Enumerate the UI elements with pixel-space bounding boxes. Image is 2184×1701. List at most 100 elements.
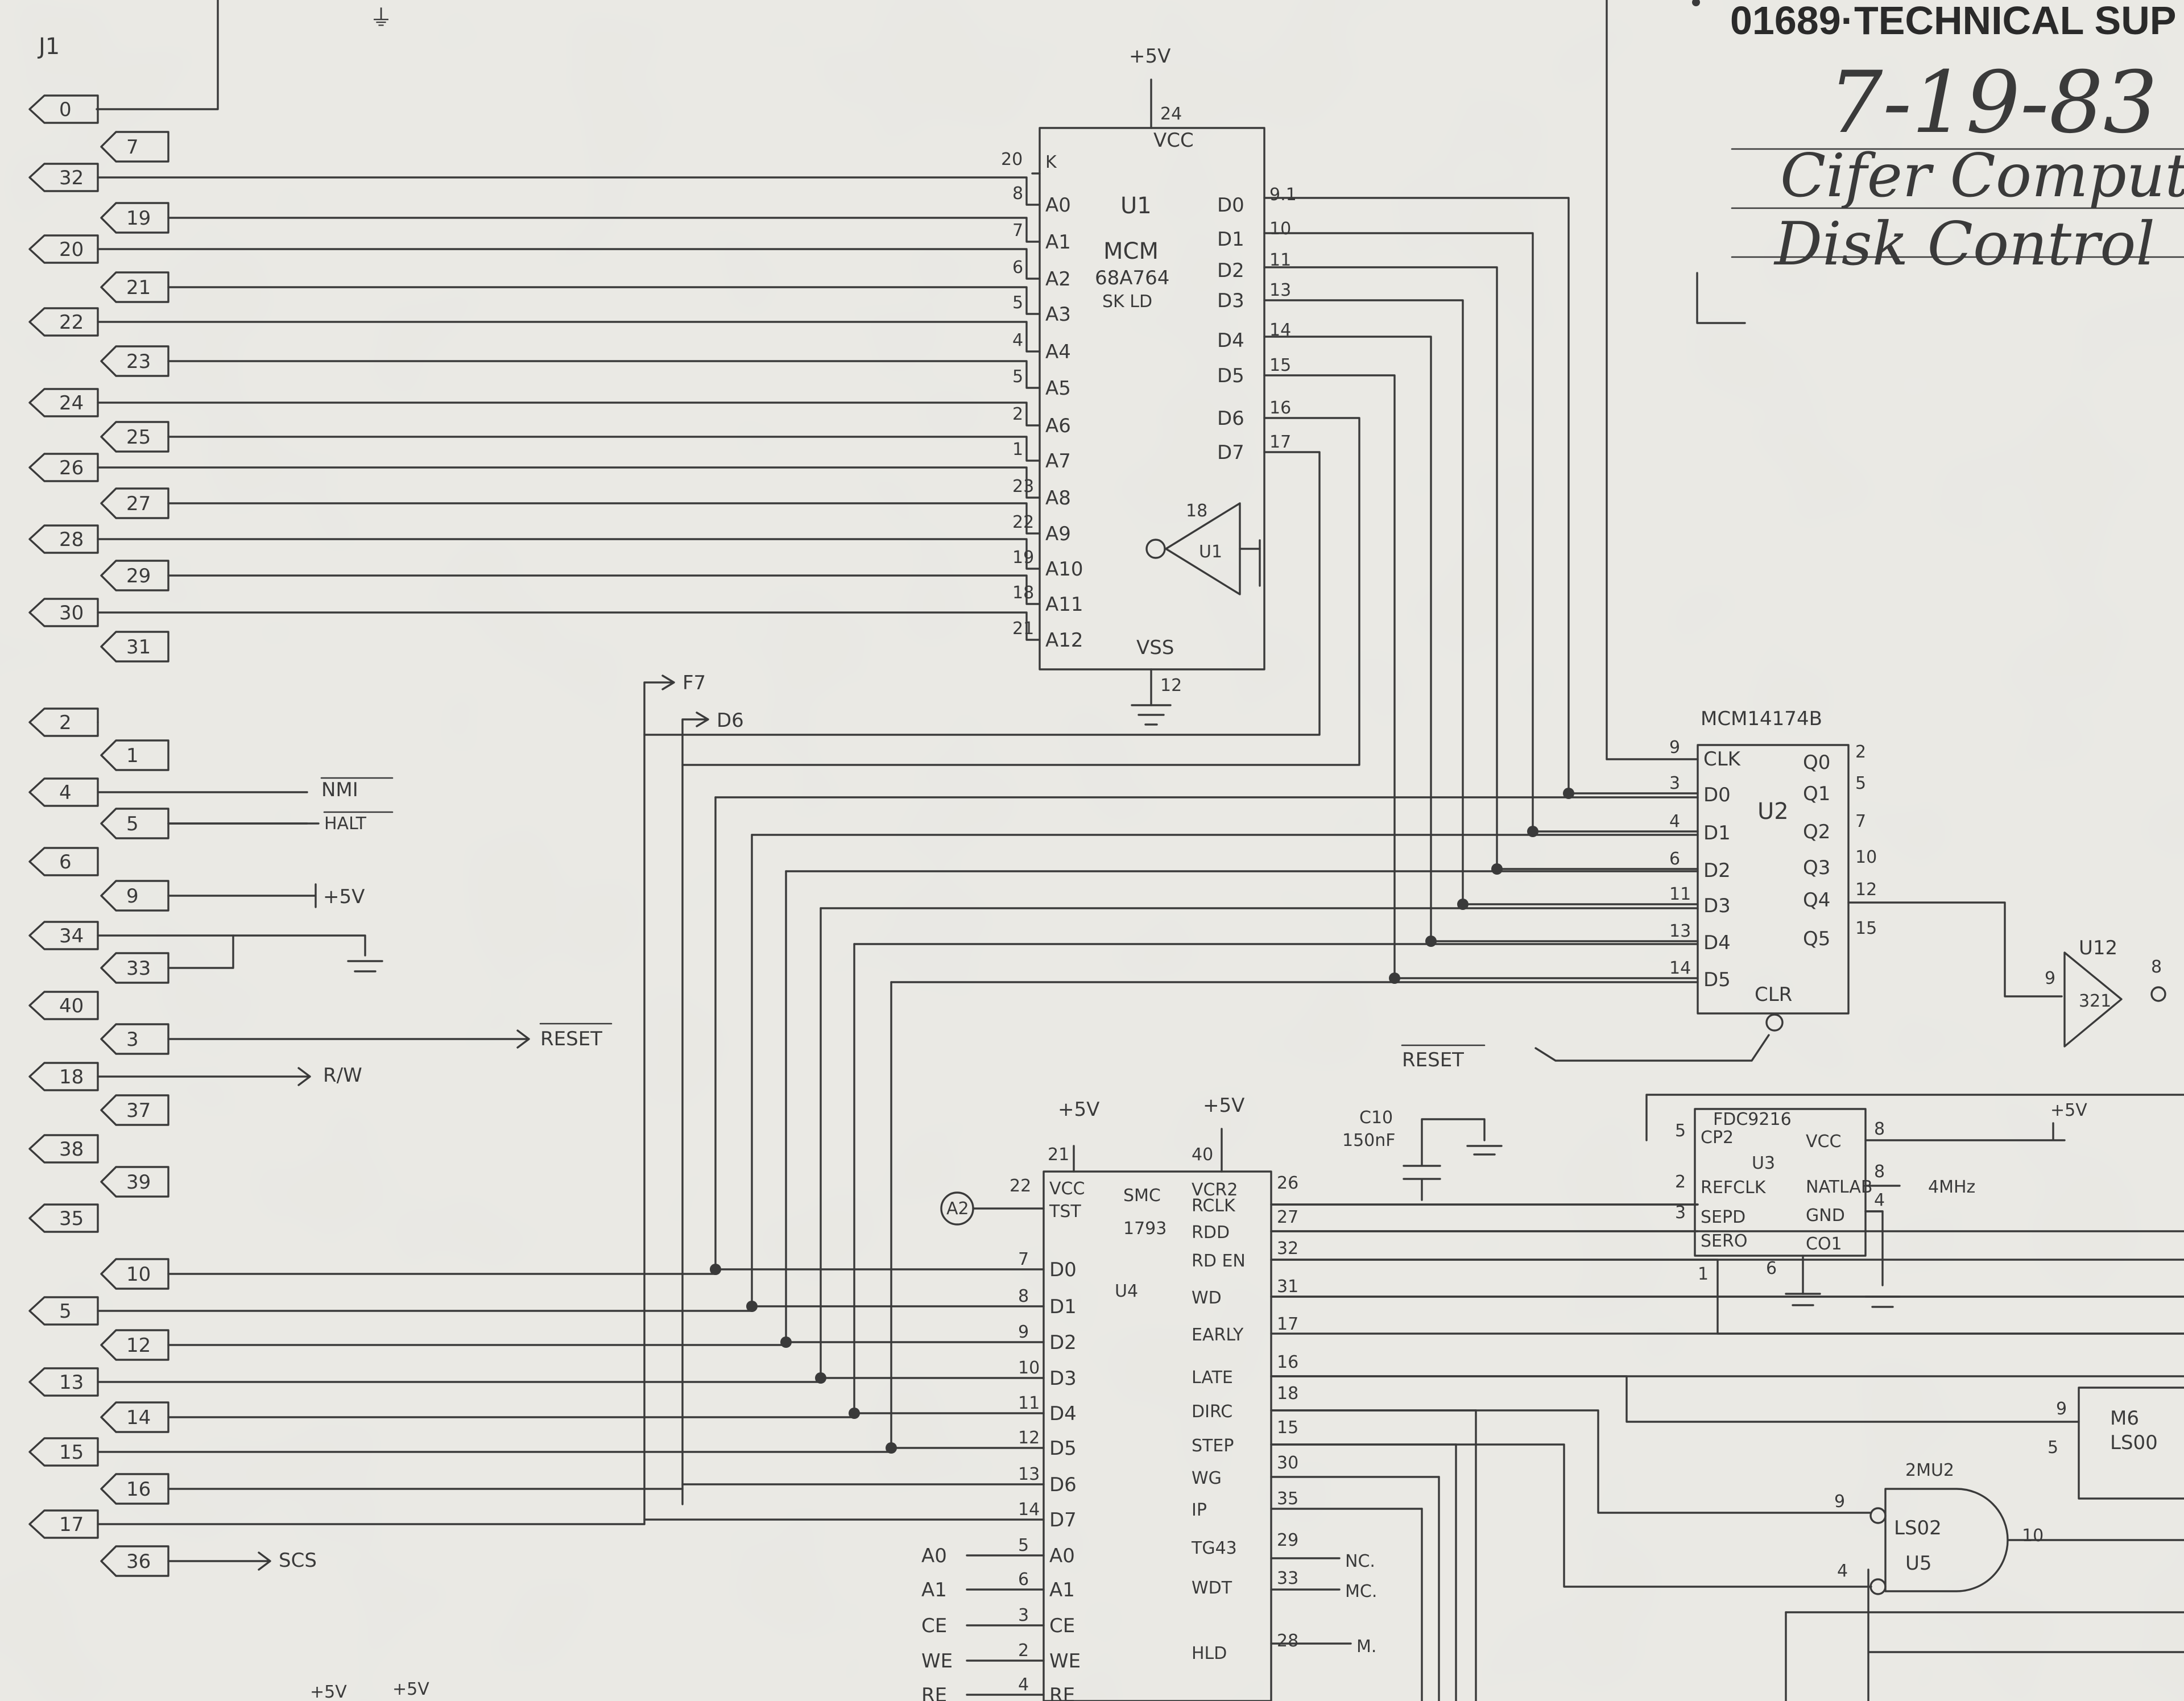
u2-right-pin-name: Q3 bbox=[1803, 856, 1830, 879]
u2-left-pin-name: CLK bbox=[1703, 748, 1742, 771]
connector-pin-left bbox=[28, 1203, 99, 1233]
connector-pin-right bbox=[100, 1094, 169, 1126]
chip-u4: +5V +5V 21 22 40 VCC TST SMC 1793 U4 A2 … bbox=[643, 1094, 1377, 1701]
u4-left-pin-name: D4 bbox=[1049, 1402, 1077, 1425]
u3-left-pin-name: REFCLK bbox=[1701, 1178, 1767, 1198]
u1-left-pin-num: 18 bbox=[1012, 583, 1034, 603]
u1-left-pin-name: A11 bbox=[1045, 593, 1083, 616]
connector-pin-left bbox=[28, 453, 99, 482]
u1-address-wire bbox=[167, 360, 1041, 389]
u1-address-wire bbox=[97, 176, 1041, 206]
u6-ref: M6 bbox=[2110, 1407, 2139, 1430]
u1-address-wire bbox=[167, 436, 1041, 462]
u1-right-pin-name: D0 bbox=[1217, 194, 1244, 217]
u1-right-pin-name: D6 bbox=[1217, 407, 1244, 430]
connector-pin-left bbox=[28, 1134, 99, 1164]
u4-left-pin-num: 14 bbox=[1018, 1500, 1040, 1520]
u12-in-pin: 9 bbox=[2045, 969, 2055, 988]
connector-pin-left-label: 2 bbox=[59, 711, 72, 734]
u4-left-pin-num: 10 bbox=[1018, 1358, 1040, 1378]
connector-pin-right bbox=[100, 1473, 169, 1505]
u5-part: LS02 bbox=[1894, 1517, 1942, 1539]
u2-right-pin-name: Q4 bbox=[1803, 889, 1830, 912]
connector-pin-left-label: 38 bbox=[59, 1138, 84, 1161]
junction-dots bbox=[710, 788, 1574, 1454]
reset-label-u2: RESET bbox=[1402, 1049, 1464, 1071]
u1-left-pin-name: A8 bbox=[1045, 487, 1071, 510]
u2-left-pin-num: 4 bbox=[1669, 812, 1680, 831]
u4-left-pin-num: 3 bbox=[1018, 1605, 1029, 1625]
u4-vdd-pin: 40 bbox=[1192, 1145, 1213, 1165]
chip-u5: LS02 U5 2MU2 9 4 10 bbox=[1785, 1460, 2184, 1701]
u4-right-pin-num: 26 bbox=[1277, 1173, 1298, 1193]
u4-left-pin-num: 5 bbox=[1018, 1536, 1029, 1555]
u1-right-pin-num: 13 bbox=[1269, 280, 1291, 300]
u1-right-pin-name: D2 bbox=[1217, 259, 1244, 282]
scs-label: SCS bbox=[279, 1549, 317, 1572]
nmi-label: NMI bbox=[321, 779, 358, 801]
bottom-supply-1: +5V bbox=[310, 1682, 347, 1701]
u4-part: SMC bbox=[1123, 1186, 1161, 1206]
connector-pin-right-label: 36 bbox=[126, 1550, 151, 1573]
connector-pin-left bbox=[28, 1296, 99, 1326]
u2-body bbox=[1697, 744, 1850, 1015]
junction-dot bbox=[710, 1264, 721, 1275]
wires bbox=[97, 197, 2184, 1701]
connector-pin-left bbox=[28, 524, 99, 554]
u4-right-pin-name: WD bbox=[1192, 1288, 1222, 1308]
u4-right-pin-num: 18 bbox=[1277, 1384, 1298, 1404]
u12-ref: U12 bbox=[2079, 937, 2117, 959]
connector-pin-left bbox=[28, 1509, 99, 1539]
u4-right-pin-num: 30 bbox=[1277, 1453, 1298, 1473]
u1-right-pin-name: D7 bbox=[1217, 441, 1244, 464]
u3-gnd-pin: 6 bbox=[1766, 1259, 1777, 1278]
cap-value: 150nF bbox=[1342, 1131, 1396, 1150]
connector-pin-left-label: 17 bbox=[59, 1513, 84, 1536]
plus5v-wire bbox=[167, 883, 317, 908]
u4-right-pin-name: HLD bbox=[1192, 1644, 1227, 1663]
u2-right-pin-num: 15 bbox=[1855, 918, 1877, 938]
u5-out: 10 bbox=[2022, 1526, 2044, 1546]
connector-pin-right-label: 27 bbox=[126, 492, 151, 515]
u4-right-pin-num: 29 bbox=[1277, 1530, 1298, 1550]
connector-pin-left-label: 22 bbox=[59, 311, 84, 334]
chip-u2: MCM14174B U2 CLR 9CLK3D04D16D211D313D414… bbox=[1606, 707, 1877, 1032]
u4-right-pin-name: DIRC bbox=[1192, 1402, 1232, 1422]
connector-pin-left bbox=[28, 163, 99, 192]
u2-right-pin-name: Q0 bbox=[1803, 751, 1830, 774]
d6-label: D6 bbox=[717, 709, 744, 732]
u2-left-pin-name: D0 bbox=[1703, 784, 1731, 806]
u3-right-pin-name: CO1 bbox=[1806, 1234, 1842, 1254]
u1-left-pin-name: A6 bbox=[1045, 415, 1071, 437]
u1-left-pin-num: 1 bbox=[1012, 440, 1023, 460]
u3-right-pin-name: VCC bbox=[1806, 1132, 1841, 1152]
connector-pin-left-label: 30 bbox=[59, 602, 84, 624]
u3-part: FDC9216 bbox=[1713, 1110, 1792, 1129]
data-bus-wire bbox=[1263, 197, 1699, 794]
u3-right-pin-name: NATLAB bbox=[1806, 1177, 1872, 1197]
connector-pin-left-label: 6 bbox=[59, 851, 72, 874]
u4-dirc-wire bbox=[1270, 1409, 1872, 1514]
u1-address-wire bbox=[97, 611, 1041, 641]
connector-pin-left bbox=[28, 388, 99, 417]
u4-supply-a: +5V bbox=[1058, 1098, 1099, 1121]
u2-right-pin-num: 7 bbox=[1855, 812, 1866, 831]
u4-part2: 1793 bbox=[1123, 1219, 1167, 1239]
u2-left-pin-num: 13 bbox=[1669, 921, 1691, 941]
u4-left-pin-name: WE bbox=[1049, 1650, 1081, 1673]
u1-right-pin-num: 16 bbox=[1269, 398, 1291, 418]
u3-left-pin-num: 5 bbox=[1675, 1121, 1686, 1141]
u4-late-wire bbox=[1270, 1375, 2080, 1423]
u1-right-pin-name: D3 bbox=[1217, 289, 1244, 312]
u4-right-pin-num: 31 bbox=[1277, 1277, 1298, 1297]
scs-wire bbox=[167, 1551, 271, 1571]
connector-pin-right-label: 31 bbox=[126, 636, 151, 659]
u4-right-pin-name: IP bbox=[1192, 1500, 1207, 1520]
u1-part: MCM bbox=[1103, 238, 1159, 264]
u3-left-pin-num: 2 bbox=[1675, 1172, 1686, 1192]
connector-pin-left-label: 20 bbox=[59, 238, 84, 261]
connector-pin-right bbox=[100, 202, 169, 234]
u3-right-pin-num: 4 bbox=[1874, 1190, 1885, 1210]
d6-arrow bbox=[681, 711, 709, 766]
